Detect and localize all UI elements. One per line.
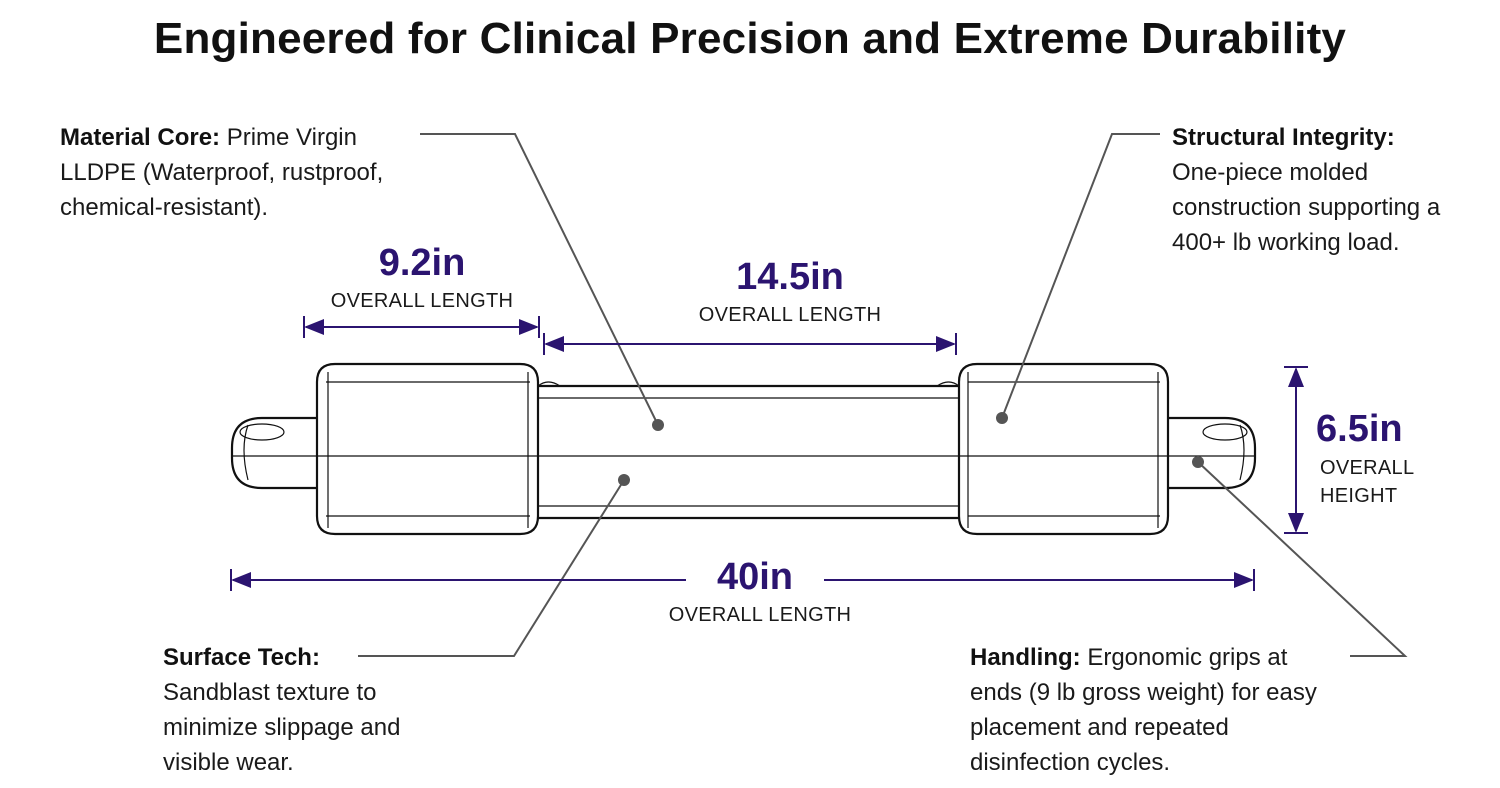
callout-surface-tech: Surface Tech: Sandblast texture to minim… <box>163 640 433 780</box>
dim-overall-height-label: OVERALL HEIGHT <box>1320 454 1440 510</box>
dim-end-length-label: OVERALL LENGTH <box>330 290 514 312</box>
callout-handling-label: Handling: <box>970 644 1081 671</box>
page-title: Engineered for Clinical Precision and Ex… <box>153 14 1347 63</box>
callout-structural-integrity: Structural Integrity: One-piece molded c… <box>1172 120 1472 260</box>
callout-surface-tech-text: Sandblast texture to minimize slippage a… <box>163 679 401 776</box>
callout-structural-integrity-label: Structural Integrity: <box>1172 124 1395 151</box>
callout-handling-text: Ergonomic grips at ends (9 lb gross weig… <box>970 644 1317 776</box>
leader-dots <box>618 412 1204 486</box>
dim-overall-length-label: OVERALL LENGTH <box>668 604 852 626</box>
callout-material-core-label: Material Core: <box>60 124 221 151</box>
left-handle <box>230 416 322 490</box>
callout-surface-tech-label: Surface Tech: <box>163 644 320 671</box>
dim-center-length-label: OVERALL LENGTH <box>698 304 882 326</box>
leader-lines <box>358 133 1408 657</box>
dim-overall-height-label-line2: HEIGHT <box>1320 485 1398 507</box>
dim-overall-height-value: 6.5in <box>1316 408 1403 450</box>
leader-structural-integrity <box>1001 133 1160 419</box>
callout-material-core-text: Prime Virgin LLDPE (Waterproof, rustproo… <box>60 124 384 221</box>
dim-center-length-value: 14.5in <box>736 256 844 298</box>
leader-handling <box>1197 461 1408 657</box>
left-end-block <box>315 362 540 536</box>
dim-end-length-value: 9.2in <box>378 242 466 284</box>
right-end-block <box>957 362 1170 536</box>
right-handle <box>1158 416 1257 490</box>
leader-material-core <box>420 133 659 426</box>
outline-details <box>232 372 1255 528</box>
center-bar <box>526 384 970 520</box>
callout-handling: Handling: Ergonomic grips at ends (9 lb … <box>970 640 1340 780</box>
dim-overall-height-label-line1: OVERALL <box>1320 457 1415 479</box>
callout-structural-integrity-text: One-piece molded construction supporting… <box>1172 159 1441 256</box>
dim-overall-length-value: 40in <box>716 556 794 598</box>
callout-material-core: Material Core: Prime Virgin LLDPE (Water… <box>60 120 420 225</box>
product-outline <box>230 362 1257 536</box>
leader-surface-tech <box>358 479 625 657</box>
dimension-lines <box>230 316 1308 591</box>
